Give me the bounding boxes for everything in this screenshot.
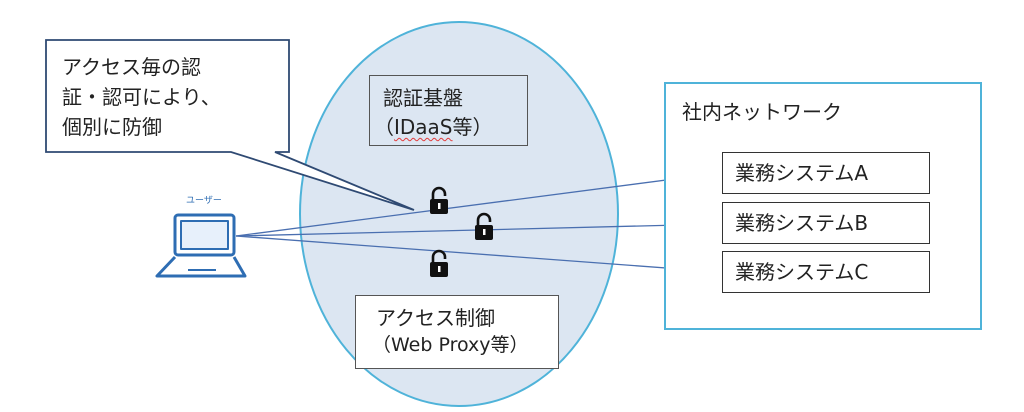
- callout-line: 証・認可により、: [62, 85, 221, 109]
- auth-platform-subtitle: （IDaaS等）: [374, 111, 493, 140]
- access-control-box: [355, 295, 559, 369]
- auth-subtitle-prefix: （: [374, 115, 394, 139]
- business-system-c: 業務システムC: [722, 251, 930, 293]
- callout-text: アクセス毎の認 証・認可により、 個別に防御: [62, 52, 272, 142]
- padlock-icon: [430, 249, 448, 277]
- padlock-icon: [430, 186, 448, 214]
- business-system-a: 業務システムA: [722, 152, 930, 194]
- laptop-icon: [155, 213, 247, 278]
- auth-subtitle-suffix: 等）: [452, 115, 493, 139]
- access-control-title: アクセス制御: [376, 306, 495, 330]
- auth-platform-title: 認証基盤: [383, 86, 463, 110]
- auth-platform-box: [369, 75, 528, 146]
- callout-balloon: [45, 39, 415, 211]
- user-label: ユーザー: [186, 196, 222, 206]
- access-control-subtitle: （Web Proxy等）: [372, 334, 529, 356]
- padlock-icon: [475, 212, 493, 240]
- callout-line: アクセス毎の認: [62, 55, 201, 79]
- internal-network-title: 社内ネットワーク: [682, 100, 842, 124]
- business-system-b: 業務システムB: [722, 202, 930, 244]
- arrow-to-system-a: [235, 169, 721, 237]
- idaas-term: IDaaS: [394, 115, 453, 139]
- callout-line: 個別に防御: [62, 115, 162, 139]
- arrow-to-system-c: [235, 235, 721, 277]
